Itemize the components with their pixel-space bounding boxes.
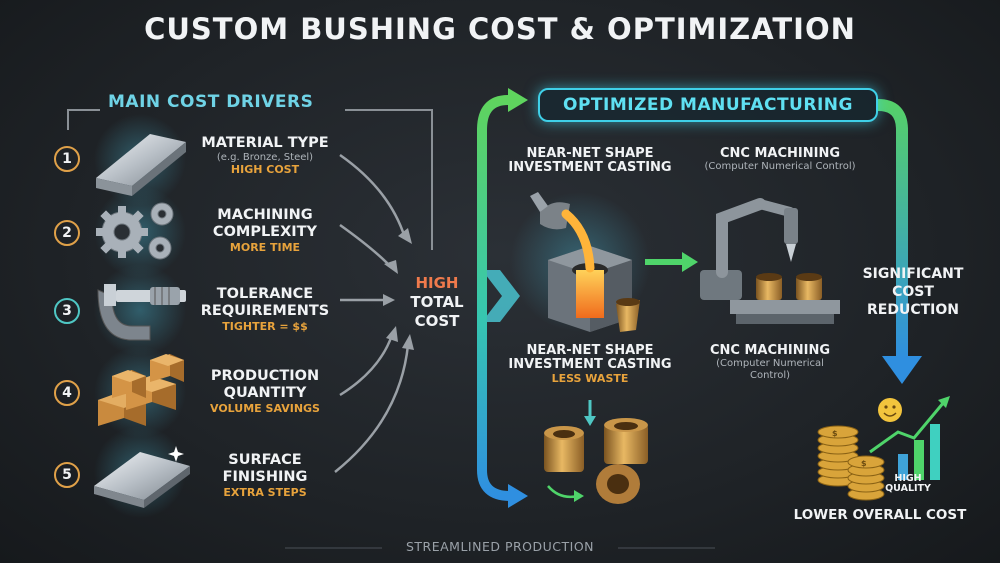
driver-accent: VOLUME SAVINGS [210,402,320,415]
cnc-top-label: CNC MACHINING (Computer Numerical Contro… [690,147,870,173]
driver-number-4: 4 [54,380,80,406]
optimization-loop-arrow [477,95,515,501]
high-quality-label: HIGH QUALITY [878,474,938,494]
driver-label-line2: COMPLEXITY [212,224,318,240]
high-total-cost-line1: HIGH [415,274,459,292]
driver-machining-complexity: MACHINING COMPLEXITY MORE TIME [190,207,340,254]
drivers-heading: MAIN COST DRIVERS [108,92,314,112]
high-total-cost-line2: TOTAL [410,293,464,311]
driver-number-3: 3 [54,298,80,324]
quality-line2: QUALITY [885,483,931,494]
driver-accent: MORE TIME [229,241,301,254]
casting-bottom-line2: INVESTMENT CASTING [508,357,672,372]
driver-label-line2: REQUIREMENTS [200,303,330,319]
page-title: CUSTOM BUSHING COST & OPTIMIZATION [144,12,856,46]
casting-top-line1: NEAR-NET SHAPE [526,146,654,161]
lower-overall-cost-label: LOWER OVERALL COST [793,507,967,523]
cost-reduction-label: SIGNIFICANT COST REDUCTION [848,265,978,319]
cnc-top-sub: (Computer Numerical Control) [704,161,856,172]
driver-label-line1: MACHINING [217,207,313,223]
driver-label-line2: QUANTITY [223,385,307,401]
driver-surface-finishing: SURFACE FINISHING EXTRA STEPS [190,452,340,499]
cnc-top-title: CNC MACHINING [719,146,840,161]
driver-label: MATERIAL TYPE [201,135,329,151]
driver-number-1: 1 [54,146,80,172]
metal-bar-icon [96,134,186,196]
gears-icon [96,202,174,260]
investment-casting-illustration [510,192,650,332]
reduction-line2: COST [892,284,934,300]
cnc-bottom-label: CNC MACHINING (Computer Numerical Contro… [690,344,850,382]
cost-reduction-arrow [877,99,908,360]
convergence-arrows [334,153,410,473]
svg-text:$: $ [832,429,838,438]
bronze-bushings-illustration [544,418,648,504]
savings-illustration: $ $ [817,396,950,501]
driver-sub: (e.g. Bronze, Steel) [216,152,314,163]
optimized-manufacturing-heading: OPTIMIZED MANUFACTURING [538,88,878,122]
flow-chevron [482,270,520,322]
driver-accent: TIGHTER = $$ [222,320,308,333]
footer-label: STREAMLINED PRODUCTION [405,539,595,554]
casting-top-line2: INVESTMENT CASTING [508,160,672,175]
driver-production-quantity: PRODUCTION QUANTITY VOLUME SAVINGS [190,368,340,415]
high-total-cost-line3: COST [414,312,460,330]
casting-bottom-accent: LESS WASTE [551,372,629,385]
driver-label-line2: FINISHING [222,469,308,485]
driver-number-5: 5 [54,462,80,488]
cnc-bottom-sub2: Control) [749,370,791,381]
svg-text:$: $ [861,459,867,468]
cnc-bottom-title: CNC MACHINING [709,343,830,358]
driver-material-type: MATERIAL TYPE (e.g. Bronze, Steel) HIGH … [190,135,340,176]
cnc-machine-illustration [700,198,840,324]
reduction-line3: REDUCTION [867,302,959,318]
casting-bottom-label: NEAR-NET SHAPE INVESTMENT CASTING LESS W… [505,343,675,386]
reduction-line1: SIGNIFICANT [862,266,964,282]
driver-accent: HIGH COST [230,163,300,176]
driver-number-2: 2 [54,220,80,246]
quality-line1: HIGH [894,473,922,484]
driver-label-line1: SURFACE [228,452,302,468]
casting-top-label: NEAR-NET SHAPE INVESTMENT CASTING [505,147,675,175]
driver-label-line1: PRODUCTION [210,368,320,384]
polished-plate-icon [94,446,190,508]
casting-bottom-line1: NEAR-NET SHAPE [526,343,654,358]
boxes-icon [98,354,184,426]
driver-tolerance: TOLERANCE REQUIREMENTS TIGHTER = $$ [190,286,340,333]
driver-label-line1: TOLERANCE [216,286,314,302]
driver-accent: EXTRA STEPS [223,486,307,499]
drivers-bracket [67,109,433,250]
high-total-cost: HIGH TOTAL COST [392,274,482,331]
cnc-bottom-sub1: (Computer Numerical [716,358,824,369]
micrometer-icon [97,284,186,341]
